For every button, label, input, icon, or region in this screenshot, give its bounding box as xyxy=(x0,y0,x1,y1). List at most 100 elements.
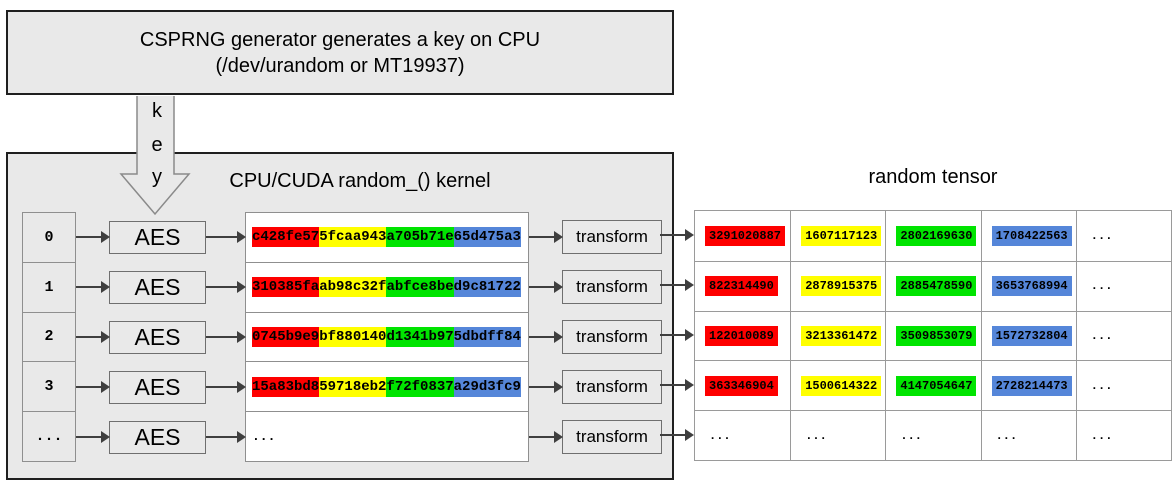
tensor-cell: ... xyxy=(695,410,791,460)
tensor-cell: 3213361472 xyxy=(790,310,886,361)
tensor-cell: 4147054647 xyxy=(885,360,981,411)
tensor-cell: ... xyxy=(1075,260,1171,311)
random-tensor-table: 3291020887 1607117123 2802169630 1708422… xyxy=(694,210,1172,461)
tensor-value: ... xyxy=(805,428,827,443)
tensor-value: ... xyxy=(709,428,731,443)
tensor-cell: ... xyxy=(1075,310,1171,361)
aes-box-0: AES xyxy=(109,221,206,254)
tensor-cell: 2885478590 xyxy=(885,260,981,311)
tensor-value: 822314490 xyxy=(705,276,778,297)
hex-segment: f72f0837 xyxy=(386,376,454,397)
tensor-value: ... xyxy=(1090,428,1113,443)
aes-box-1: AES xyxy=(109,271,206,304)
hex-segment: ab98c32f xyxy=(319,277,387,298)
tensor-value: 1708422563 xyxy=(991,225,1072,246)
tensor-cell: 3653768994 xyxy=(980,260,1076,311)
hex-segment: 0745b9e9 xyxy=(252,326,320,347)
hex-row-ellipsis: ... xyxy=(246,412,528,461)
tensor-value: 122010089 xyxy=(705,325,778,346)
hex-segment: c428fe57 xyxy=(252,227,320,248)
hex-segment: abfce8be xyxy=(386,277,454,298)
key-down-arrow-icon xyxy=(119,96,191,216)
transform-box-0: transform xyxy=(562,220,662,254)
tensor-cell: 2728214473 xyxy=(980,360,1076,411)
key-letter-e: e xyxy=(151,134,163,156)
tensor-value: 3509853079 xyxy=(896,325,977,346)
tensor-cell: ... xyxy=(790,410,886,460)
hex-segment: a29d3fc9 xyxy=(453,376,521,397)
tensor-value: 3291020887 xyxy=(705,225,786,246)
csprng-text-line2: (/dev/urandom or MT19937) xyxy=(215,54,465,77)
hex-segment: 310385fa xyxy=(252,277,320,298)
index-cell-3: 3 xyxy=(23,362,75,413)
tensor-cell: 1500614322 xyxy=(790,360,886,411)
index-cell-ellipsis: ... xyxy=(35,428,63,446)
tensor-value: ... xyxy=(1090,328,1113,343)
tensor-cell: ... xyxy=(1075,211,1171,261)
tensor-value: 1500614322 xyxy=(801,375,882,396)
random-tensor-title: random tensor xyxy=(868,166,998,188)
tensor-cell: 822314490 xyxy=(695,260,791,311)
hex-segment: a705b71e xyxy=(386,227,454,248)
kernel-title: CPU/CUDA random_() kernel xyxy=(229,170,491,192)
hex-segment: 15a83bd8 xyxy=(252,376,320,397)
tensor-value: 1607117123 xyxy=(801,225,882,246)
tensor-cell: 1572732804 xyxy=(980,310,1076,361)
tensor-value: ... xyxy=(900,428,922,443)
index-cell-1: 1 xyxy=(23,263,75,313)
hex-segment: 5dbdff84 xyxy=(453,326,521,347)
tensor-value: ... xyxy=(1090,228,1113,243)
tensor-cell: 2878915375 xyxy=(790,260,886,311)
tensor-value: 2728214473 xyxy=(991,375,1072,396)
transform-box-4: transform xyxy=(562,420,662,454)
tensor-cell: ... xyxy=(1075,360,1171,411)
aes-box-4: AES xyxy=(109,421,206,454)
hex-ellipsis: ... xyxy=(252,429,276,445)
hex-segment: d1341b97 xyxy=(386,326,454,347)
tensor-value: 3653768994 xyxy=(991,276,1072,297)
tensor-cell: 1607117123 xyxy=(790,211,885,261)
tensor-cell: ... xyxy=(1075,410,1171,460)
transform-box-3: transform xyxy=(562,370,662,404)
hex-segment: 65d475a3 xyxy=(453,227,521,248)
tensor-value: ... xyxy=(1090,378,1113,393)
tensor-cell: 3291020887 xyxy=(695,211,790,261)
tensor-cell: 1708422563 xyxy=(980,211,1076,261)
tensor-value: 2878915375 xyxy=(801,276,882,297)
tensor-value: 3213361472 xyxy=(801,325,882,346)
index-cell-2: 2 xyxy=(23,313,75,363)
key-letter-k: k xyxy=(152,100,162,122)
aes-box-3: AES xyxy=(109,371,206,404)
index-cell-0: 0 xyxy=(23,213,75,263)
csprng-text-line1: CSPRNG generator generates a key on CPU xyxy=(139,28,541,51)
tensor-cell: 122010089 xyxy=(695,310,791,361)
tensor-value: 2885478590 xyxy=(896,276,977,297)
hex-segment: d9c81722 xyxy=(453,277,521,298)
tensor-value: 4147054647 xyxy=(896,375,977,396)
tensor-cell: 3509853079 xyxy=(885,310,981,361)
tensor-value: 363346904 xyxy=(705,375,778,396)
hex-segment: 5fcaa943 xyxy=(319,227,387,248)
tensor-value: ... xyxy=(995,428,1018,443)
index-column: 0 1 2 3 ... xyxy=(22,212,76,462)
hex-segment: bf880140 xyxy=(319,326,387,347)
hex-segment: 59718eb2 xyxy=(319,376,387,397)
transform-box-2: transform xyxy=(562,320,662,354)
tensor-value: 2802169630 xyxy=(896,225,977,246)
tensor-cell: 363346904 xyxy=(695,360,791,410)
aes-box-2: AES xyxy=(109,321,206,354)
kernel-box: CPU/CUDA random_() kernel 0 1 2 3 ... AE… xyxy=(6,152,674,480)
tensor-cell: ... xyxy=(980,410,1076,460)
tensor-cell: ... xyxy=(885,410,981,460)
key-letter-y: y xyxy=(152,166,162,188)
tensor-cell: 2802169630 xyxy=(885,211,980,261)
tensor-value: ... xyxy=(1090,279,1113,294)
tensor-value: 1572732804 xyxy=(991,325,1072,346)
csprng-generator-box: CSPRNG generator generates a key on CPU … xyxy=(6,10,674,95)
